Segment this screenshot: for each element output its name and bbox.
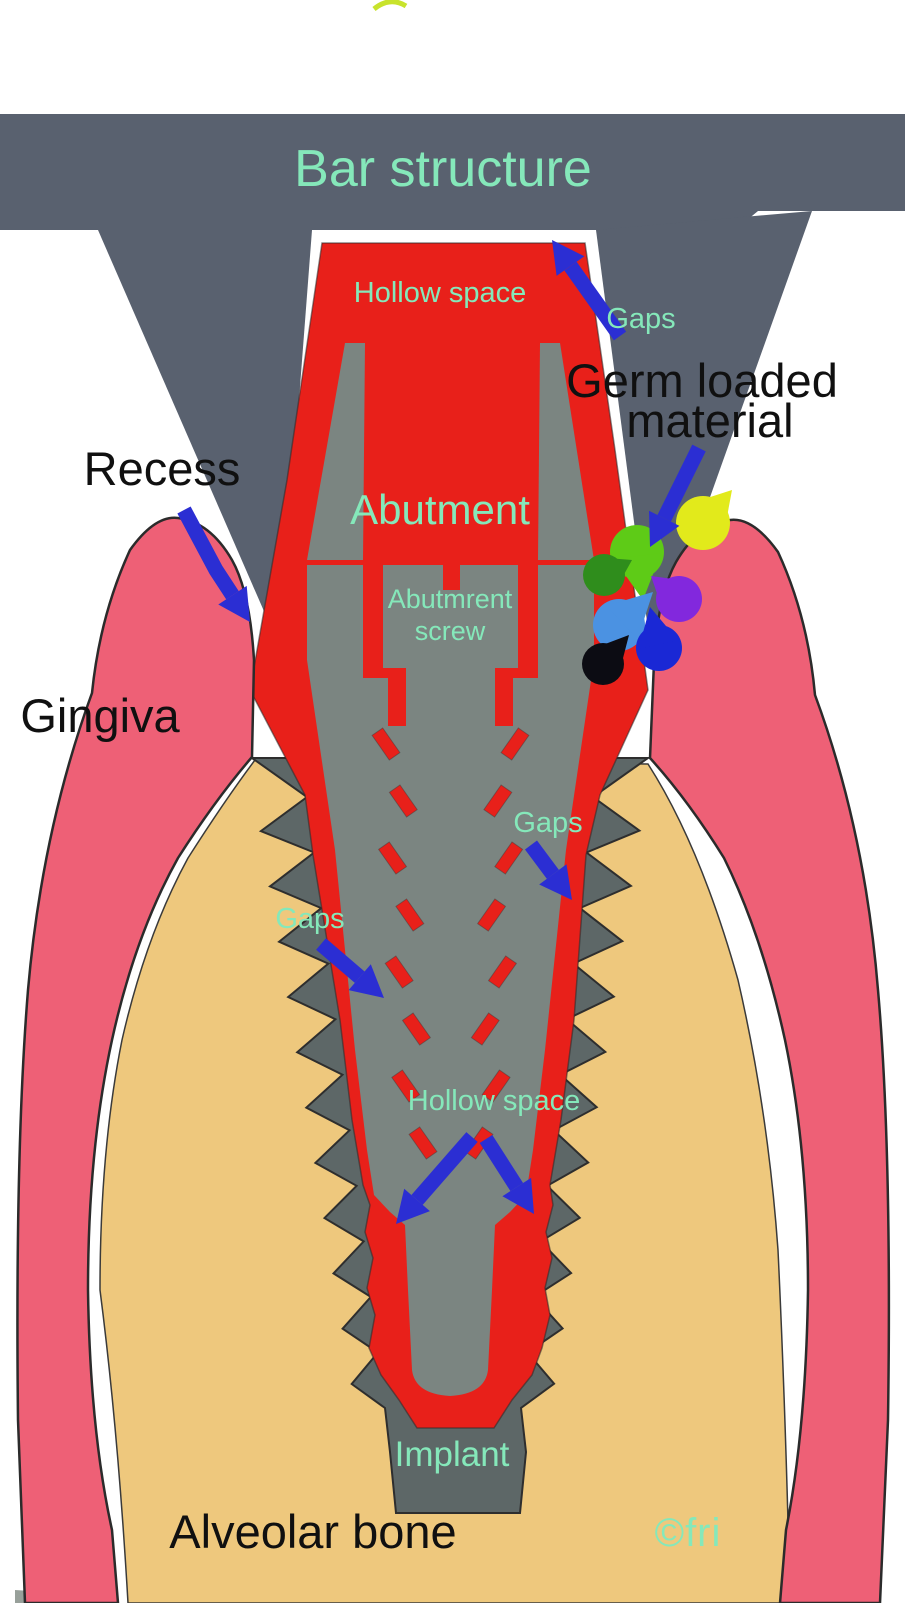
thread-gap-dash [481,1069,511,1103]
droplet-light-blue [593,592,653,651]
thread-gap-dash [470,1012,500,1046]
arrow-germ-material [649,444,706,547]
annotation-arrows-group [177,240,706,1224]
thread-gap-dash [476,898,507,932]
arrow-hollow-left [396,1132,478,1224]
thread-gap-dash [408,1126,438,1160]
label-gaps-top: Gaps [606,303,675,335]
screw-slot-notch [443,565,460,590]
arrow-gaps-top [552,240,627,341]
bar-structure-shape [0,114,905,230]
thread-gap-dash [391,1069,421,1103]
thread-gap-dash [500,727,530,761]
germ-droplets-group [582,490,732,685]
label-germ-line2: material [626,394,793,447]
thread-gap-dash [483,784,513,818]
gap-slot-left [363,565,406,726]
arrow-hollow-right [479,1134,534,1214]
bar-left-wedge [98,230,312,648]
label-abutment: Abutment [350,486,530,533]
arrow-gaps-left [316,938,384,998]
abutment-left-prong [307,343,365,560]
gap-slot-right [495,565,538,726]
label-hollow-space-lower: Hollow space [408,1085,580,1117]
abutment-right-prong [538,343,594,560]
thread-gap-dash [384,955,414,989]
label-hollow-space-top: Hollow space [354,277,526,309]
label-abutment-screw-line1: Abutmrent [388,584,513,614]
label-gingiva: Gingiva [20,689,180,742]
arrow-gaps-right [524,840,572,900]
droplet-yellow [676,490,732,550]
label-germ-line1: Germ loaded [566,354,838,407]
thread-gap-dash [395,898,425,932]
label-alveolar-bone: Alveolar bone [169,1505,456,1558]
thread-gap-dash [494,841,524,875]
droplet-dark-blue [636,607,682,671]
thread-gap-dash [377,841,408,875]
droplet-purple [651,576,702,622]
label-gaps-left: Gaps [275,903,344,935]
thread-gap-dashes [371,727,530,1160]
droplet-black [582,635,629,685]
label-bar-structure: Bar structure [294,140,592,198]
label-implant: Implant [395,1435,510,1474]
label-recess: Recess [84,442,241,495]
label-abutment-screw-line2: screw [415,616,486,646]
thread-gap-dash [487,955,518,989]
thread-gap-dash [388,784,418,818]
thread-gap-dash [401,1012,432,1046]
thread-gap-dash [371,727,401,761]
droplet-dark-green [583,554,632,596]
top-accent-arc [372,0,408,12]
label-watermark: ©fri [655,1511,722,1555]
gingiva-right-shape [648,518,891,1603]
label-gaps-right: Gaps [513,807,582,839]
gingiva-left-shape [16,516,256,1603]
arrow-recess [177,506,250,622]
